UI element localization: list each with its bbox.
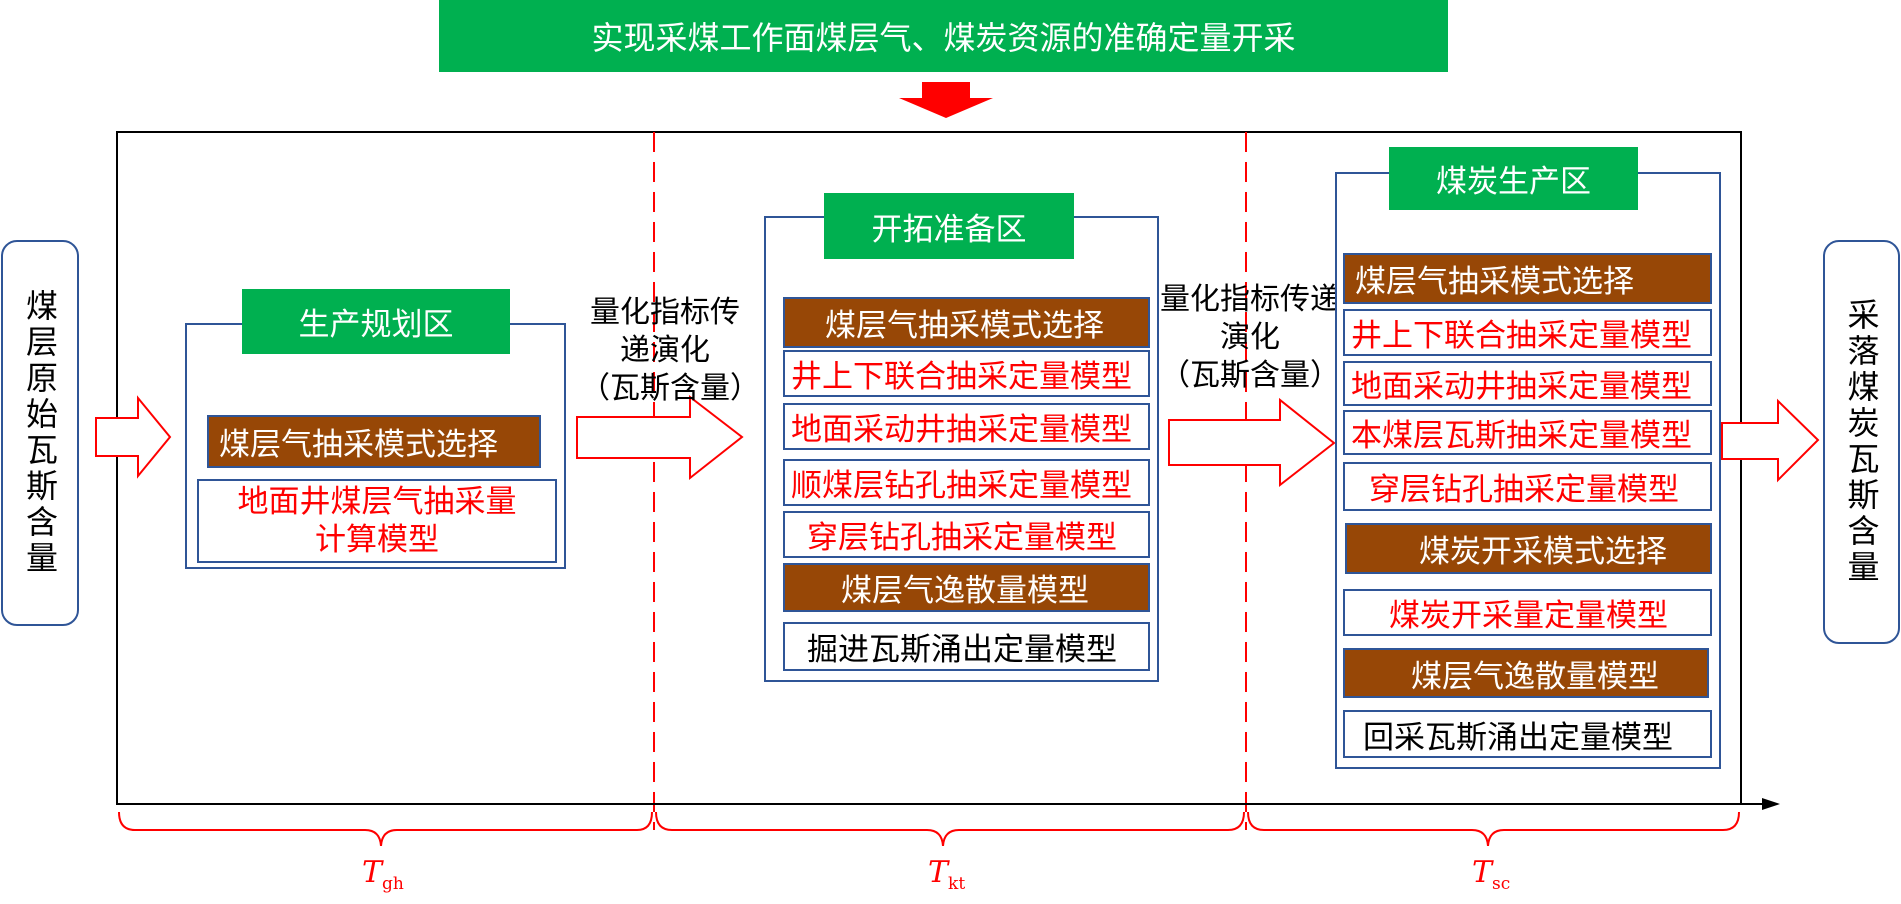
zone3-model-3: 本煤层瓦斯抽采定量模型 bbox=[1343, 410, 1712, 455]
transition-text-1: 量化指标传递演化 （瓦斯含量） bbox=[580, 294, 760, 408]
zone3-coal-model-text: 煤炭开采量定量模型 bbox=[1389, 598, 1668, 634]
zone1-mode-box: 煤层气抽采模式选择 bbox=[207, 415, 541, 468]
zone3-escape-box: 煤层气逸散量模型 bbox=[1343, 648, 1709, 698]
left-label-box: 煤层原始瓦斯含量 bbox=[1, 240, 79, 626]
down-arrow-icon bbox=[899, 82, 993, 118]
t-kt-sub: kt bbox=[948, 874, 966, 894]
zone2-model-2: 地面采动井抽采定量模型 bbox=[783, 403, 1150, 450]
title-banner: 实现采煤工作面煤层气、煤炭资源的准确定量开采 bbox=[439, 0, 1448, 72]
zone3-coal-mode-box: 煤炭开采模式选择 bbox=[1345, 523, 1712, 574]
zone3-coal-model-box: 煤炭开采量定量模型 bbox=[1343, 589, 1712, 636]
zone2-emission-box: 掘进瓦斯涌出定量模型 bbox=[783, 622, 1150, 671]
zone2-mode-box: 煤层气抽采模式选择 bbox=[783, 297, 1150, 348]
zone3-model-4: 穿层钻孔抽采定量模型 bbox=[1343, 462, 1712, 511]
zone2-model-4-text: 穿层钻孔抽采定量模型 bbox=[807, 520, 1117, 556]
zone3-emission-box: 回采瓦斯涌出定量模型 bbox=[1343, 710, 1712, 758]
t-sc-main: T bbox=[1472, 855, 1493, 890]
zone2-model-1: 井上下联合抽采定量模型 bbox=[783, 350, 1150, 397]
zone3-mode-text: 煤层气抽采模式选择 bbox=[1355, 264, 1634, 300]
transition-text-1-sub: （瓦斯含量） bbox=[580, 371, 760, 406]
zone3-header: 煤炭生产区 bbox=[1389, 147, 1638, 210]
zone3-coal-mode-text: 煤炭开采模式选择 bbox=[1419, 534, 1667, 570]
brace-gh bbox=[118, 811, 653, 847]
transition-text-2-sub: （瓦斯含量） bbox=[1160, 358, 1340, 393]
zone3-model-1-text: 井上下联合抽采定量模型 bbox=[1351, 318, 1692, 354]
zone3-model-1: 井上下联合抽采定量模型 bbox=[1343, 309, 1712, 356]
zone1-model-line2: 计算模型 bbox=[315, 522, 439, 558]
zone3-escape-text: 煤层气逸散量模型 bbox=[1411, 658, 1659, 695]
t-kt-label: Tkt bbox=[928, 855, 965, 894]
time-axis-arrow-icon bbox=[1762, 798, 1780, 810]
t-gh-sub: gh bbox=[382, 874, 404, 894]
right-arrow-icon-1 bbox=[95, 395, 172, 479]
zone3-header-text: 煤炭生产区 bbox=[1436, 164, 1591, 200]
right-arrow-icon-3 bbox=[1168, 397, 1336, 488]
zone1-header: 生产规划区 bbox=[242, 289, 510, 354]
zone3-model-2: 地面采动井抽采定量模型 bbox=[1343, 361, 1712, 406]
zone2-emission-text: 掘进瓦斯涌出定量模型 bbox=[807, 632, 1117, 668]
transition-text-2: 量化指标传递演化 （瓦斯含量） bbox=[1160, 281, 1340, 395]
title-text: 实现采煤工作面煤层气、煤炭资源的准确定量开采 bbox=[591, 19, 1296, 57]
t-sc-label: Tsc bbox=[1472, 855, 1510, 894]
right-label-box: 采落煤炭瓦斯含量 bbox=[1823, 240, 1900, 644]
zone2-model-3: 顺煤层钻孔抽采定量模型 bbox=[783, 459, 1150, 506]
zone2-model-3-text: 顺煤层钻孔抽采定量模型 bbox=[791, 468, 1132, 504]
t-kt-main: T bbox=[928, 855, 949, 890]
zone1-model-line1: 地面井煤层气抽采量 bbox=[237, 484, 517, 520]
zone2-escape-text: 煤层气逸散量模型 bbox=[841, 573, 1089, 609]
brace-sc bbox=[1247, 811, 1740, 847]
zone3-emission-text: 回采瓦斯涌出定量模型 bbox=[1363, 719, 1673, 756]
brace-kt bbox=[655, 811, 1245, 847]
zone2-model-4: 穿层钻孔抽采定量模型 bbox=[783, 511, 1150, 558]
right-arrow-icon-4 bbox=[1721, 398, 1820, 483]
left-label: 煤层原始瓦斯含量 bbox=[21, 289, 59, 577]
transition-text-1-main: 量化指标传递演化 bbox=[590, 295, 740, 368]
zone1-mode-text: 煤层气抽采模式选择 bbox=[219, 427, 498, 463]
t-sc-sub: sc bbox=[1492, 874, 1511, 894]
zone3-model-2-text: 地面采动井抽采定量模型 bbox=[1351, 369, 1692, 405]
t-gh-main: T bbox=[362, 855, 383, 890]
zone2-header-text: 开拓准备区 bbox=[871, 211, 1027, 248]
t-gh-label: Tgh bbox=[362, 855, 404, 894]
right-arrow-icon-2 bbox=[576, 394, 744, 481]
zone3-model-4-text: 穿层钻孔抽采定量模型 bbox=[1369, 472, 1679, 508]
zone3-model-3-text: 本煤层瓦斯抽采定量模型 bbox=[1351, 418, 1692, 454]
zone2-model-2-text: 地面采动井抽采定量模型 bbox=[791, 412, 1132, 448]
zone2-model-1-text: 井上下联合抽采定量模型 bbox=[791, 359, 1132, 395]
zone2-escape-box: 煤层气逸散量模型 bbox=[783, 563, 1150, 612]
right-label: 采落煤炭瓦斯含量 bbox=[1842, 298, 1881, 586]
zone1-model-box: 地面井煤层气抽采量 计算模型 bbox=[197, 479, 557, 563]
zone2-mode-text: 煤层气抽采模式选择 bbox=[825, 308, 1104, 344]
zone1-header-text: 生产规划区 bbox=[298, 307, 454, 343]
transition-text-2-main: 量化指标传递演化 bbox=[1160, 282, 1340, 355]
zone3-mode-box: 煤层气抽采模式选择 bbox=[1343, 253, 1712, 304]
zone2-header: 开拓准备区 bbox=[824, 193, 1074, 259]
